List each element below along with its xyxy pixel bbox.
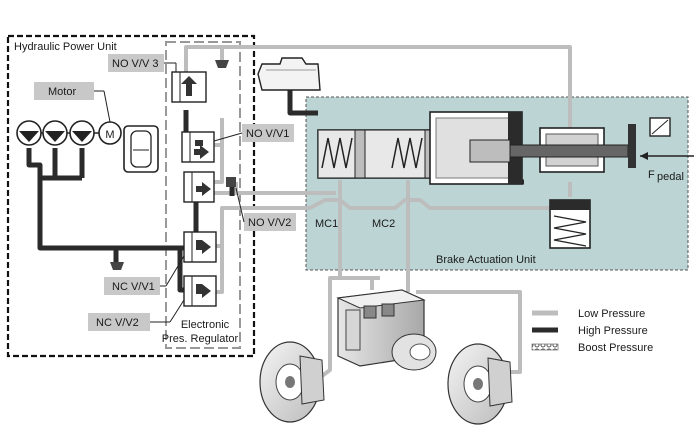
legend-label-low: Low Pressure	[578, 308, 645, 320]
pedal-spring-cylinder-icon	[549, 199, 591, 249]
mc2-label: MC2	[372, 218, 395, 230]
brake-booster-icon	[429, 111, 523, 185]
reservoir-top-icon	[215, 60, 229, 68]
legend-item-boost-pressure: Boost Pressure	[531, 342, 653, 354]
right-brake-disc-icon	[447, 343, 513, 425]
motor-icon: M	[98, 121, 122, 145]
no-vv3-label: NO V/V 3	[112, 58, 158, 70]
brake-fluid-reservoir-icon	[257, 57, 321, 91]
nc-vv2-label: NC V/V2	[96, 317, 139, 329]
legend-label-boost: Boost Pressure	[578, 342, 653, 354]
no-vv2-label: NO V/V2	[248, 217, 291, 229]
reservoir-drain-icon	[110, 262, 124, 270]
pump-1-icon	[16, 120, 42, 146]
push-rod-icon	[509, 144, 629, 158]
left-brake-disc-icon	[259, 341, 325, 423]
no-vv1-tag	[242, 124, 294, 142]
pedal-plate-icon	[628, 124, 636, 168]
legend: Low Pressure High Pressure Boost Pressur…	[531, 308, 653, 354]
no-vv2-tag	[244, 213, 296, 231]
motor-label: Motor	[48, 86, 76, 98]
legend-item-low-pressure: Low Pressure	[532, 308, 645, 320]
bau-title: Brake Actuation Unit	[436, 254, 536, 266]
hpu-title: Hydraulic Power Unit	[14, 41, 117, 53]
motor-symbol-text: M	[105, 129, 114, 141]
no-vv3-tag	[108, 54, 164, 72]
no-vv1-valve-icon	[181, 131, 215, 163]
no-vv1-label: NO V/V1	[246, 128, 289, 140]
pump-group: M	[16, 120, 122, 146]
pump-3-icon	[69, 120, 95, 146]
f-pedal-sub-label: pedal	[657, 171, 684, 183]
legend-item-high-pressure: High Pressure	[532, 325, 648, 337]
epr-label-line1: Electronic	[181, 319, 230, 331]
legend-label-high: High Pressure	[578, 325, 648, 337]
nc-vv2-valve-icon	[183, 275, 217, 307]
pedal-force-arrow-icon	[640, 152, 648, 160]
hydraulic-power-unit-boundary	[6, 34, 256, 358]
pump-2-icon	[42, 120, 68, 146]
f-pedal-label: F	[648, 169, 655, 181]
mc1-label: MC1	[315, 218, 338, 230]
nc-vv2-tag	[88, 313, 150, 331]
no-vv2-small-valve-icon	[226, 177, 236, 187]
nc-vv1-valve-icon	[183, 231, 217, 263]
no-vv3-valve-icon	[171, 71, 207, 103]
abs-modulator-icon	[336, 289, 437, 371]
low-pressure-lines	[184, 45, 572, 378]
accumulator-icon	[123, 125, 159, 173]
nc-vv1-label: NC V/V1	[112, 281, 155, 293]
no-vv2-valve-icon	[183, 171, 215, 203]
master-cylinder-icon	[317, 129, 436, 179]
nc-vv1-tag	[104, 277, 160, 295]
epr-label-line2: Pres. Regulator	[162, 333, 239, 345]
motor-tag	[34, 82, 94, 100]
